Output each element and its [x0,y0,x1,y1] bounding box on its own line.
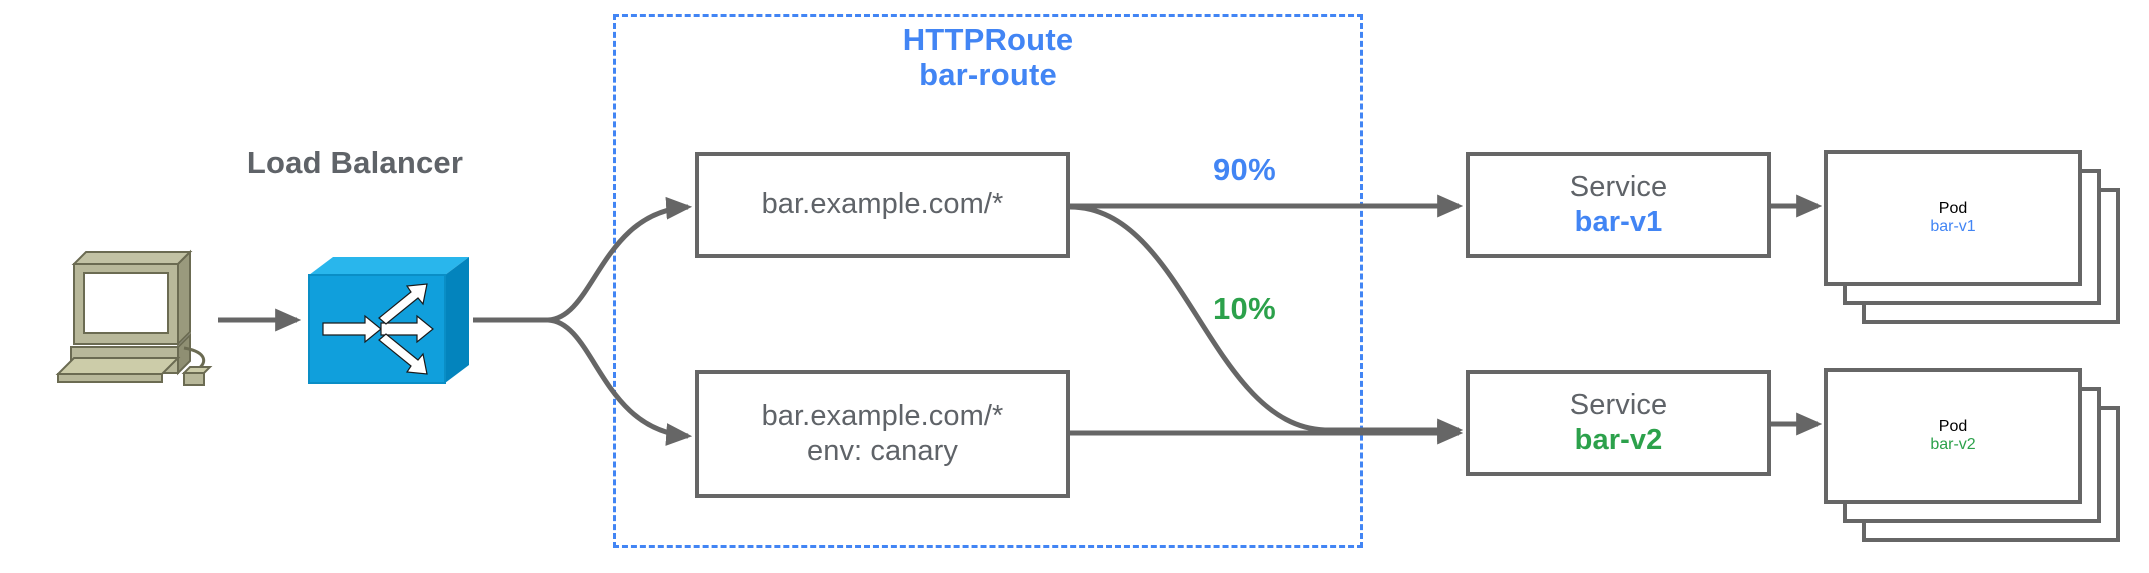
service-kind-label: Service [1569,170,1668,203]
pod-name-label: bar-v1 [1930,218,1976,235]
route-rule-box-primary[interactable]: bar.example.com/* [695,152,1070,258]
route-rule-hostname: bar.example.com/* [761,188,1004,221]
computer-icon [38,240,218,390]
pod-stack-bar-v2[interactable]: Pod bar-v2 [1824,368,2124,542]
pod-card-front[interactable]: Pod bar-v2 [1824,368,2082,504]
weight-label-90: 90% [1213,152,1276,187]
network-switch-icon [305,253,473,388]
route-rule-box-canary[interactable]: bar.example.com/* env: canary [695,370,1070,498]
service-kind-label: Service [1569,388,1668,421]
service-name-label: bar-v2 [1574,424,1663,456]
httproute-name-label: bar-route [919,57,1057,93]
httproute-kind-label: HTTPRoute [902,22,1074,57]
service-name-label: bar-v1 [1574,206,1663,238]
pod-kind-label: Pod [1938,200,1968,217]
pod-card-front[interactable]: Pod bar-v1 [1824,150,2082,286]
service-box-bar-v1[interactable]: Service bar-v1 [1466,152,1771,258]
pod-stack-bar-v1[interactable]: Pod bar-v1 [1824,150,2124,324]
httproute-group-title: HTTPRoute bar-route [613,22,1363,93]
route-rule-header-match: env: canary [806,435,958,467]
pod-kind-label: Pod [1938,418,1968,435]
service-box-bar-v2[interactable]: Service bar-v2 [1466,370,1771,476]
route-rule-hostname: bar.example.com/* [761,399,1004,432]
pod-name-label: bar-v2 [1930,436,1976,453]
weight-label-10: 10% [1213,291,1276,326]
load-balancer-label: Load Balancer [246,145,464,180]
